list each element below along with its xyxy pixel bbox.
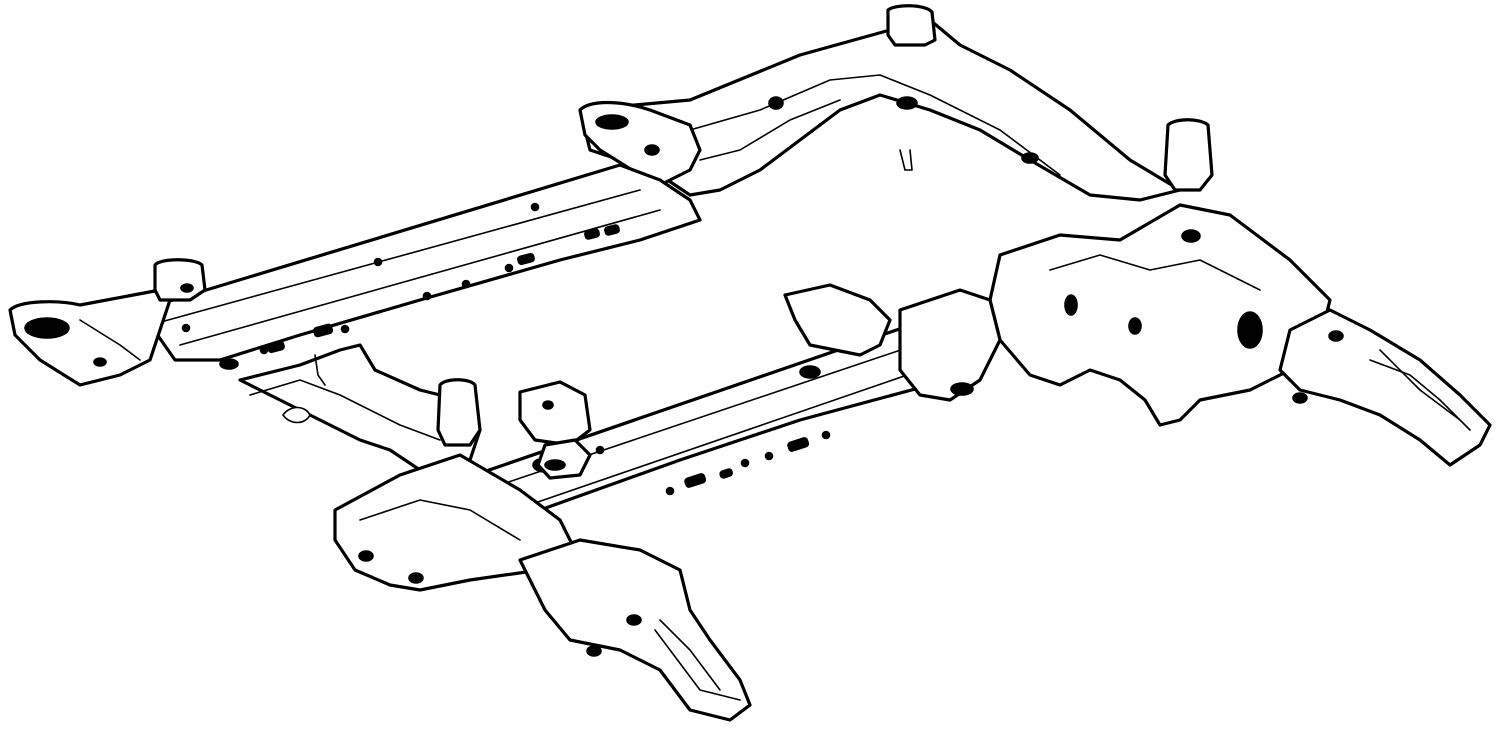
front-left-mount (8, 258, 207, 387)
rear-arm-bracket (1278, 308, 1492, 467)
left-side-rail (138, 163, 702, 370)
rail-brackets (518, 380, 592, 480)
front-arm-bracket (518, 538, 752, 722)
rear-left-mount (578, 100, 702, 187)
rear-right-knuckle (783, 203, 1332, 427)
rear-right-mount (886, 4, 1214, 192)
